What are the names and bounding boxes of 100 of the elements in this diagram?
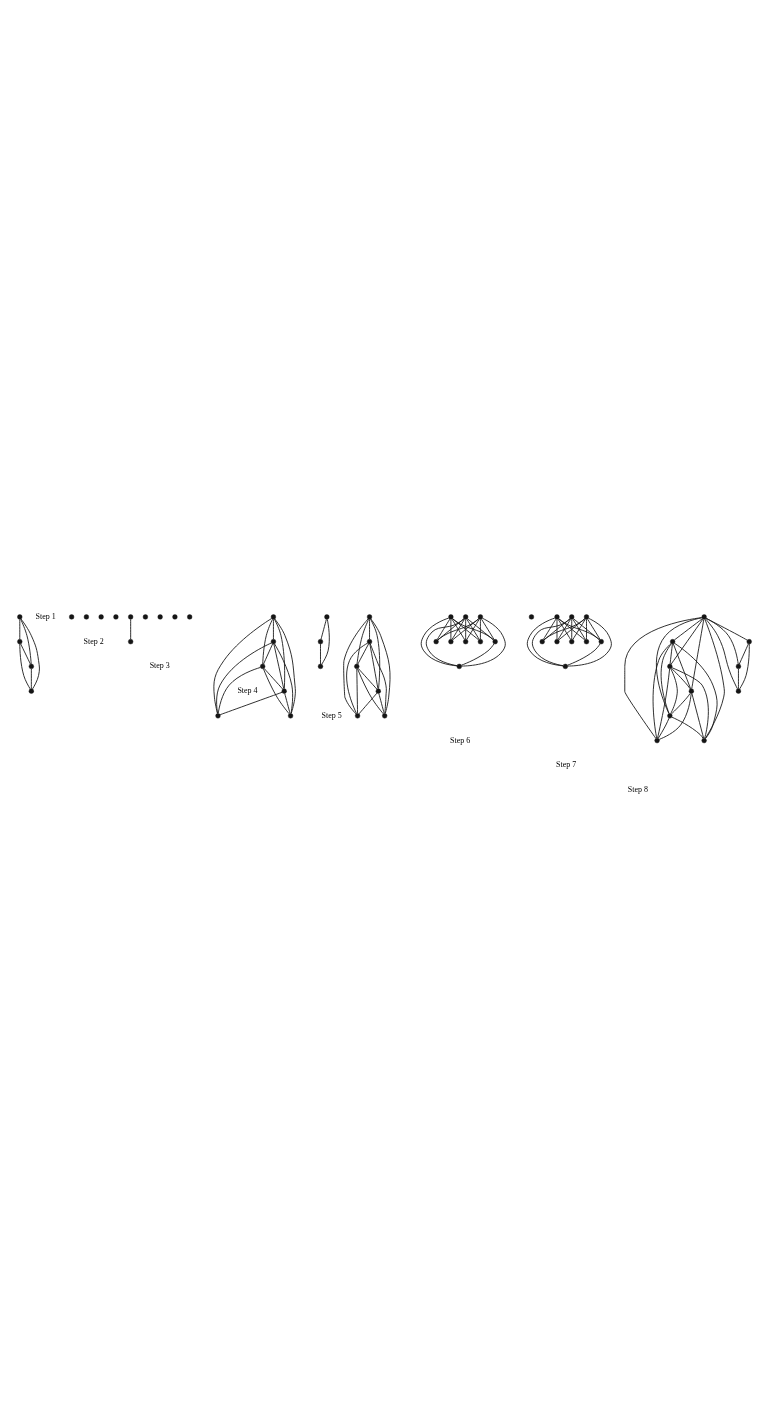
node-circle: [569, 638, 575, 644]
label: Step 8: [627, 784, 649, 794]
connector: [369, 618, 370, 640]
node-circle: [281, 688, 287, 694]
connector: [274, 618, 296, 714]
node-circle: [477, 638, 483, 644]
connector: [705, 618, 738, 689]
connector: [558, 617, 601, 640]
connector: [670, 618, 704, 665]
connector: [674, 642, 718, 739]
connector: [738, 643, 749, 665]
node-circle: [448, 613, 454, 620]
connector: [531, 617, 571, 666]
connector: [543, 617, 586, 640]
connector: [273, 618, 274, 640]
node-circle: [583, 638, 590, 644]
connector: [219, 691, 283, 715]
connector: [658, 692, 692, 740]
node-circle: [554, 613, 560, 620]
connector: [567, 617, 612, 666]
connector: [420, 617, 458, 666]
connector: [263, 667, 290, 714]
node-circle: [98, 613, 104, 620]
connector: [660, 642, 672, 714]
connector: [20, 643, 31, 665]
connector: [467, 617, 494, 640]
connector: [357, 667, 384, 714]
node-circle: [670, 638, 676, 644]
node-circle: [433, 638, 439, 644]
node-circle: [382, 712, 388, 718]
node-circle: [654, 737, 660, 743]
connector: [556, 618, 558, 640]
connector: [346, 642, 368, 714]
connector: [674, 617, 703, 640]
connector: [670, 692, 691, 714]
connector: [370, 618, 381, 689]
node-circle: [355, 712, 361, 718]
node-circle: [448, 638, 454, 644]
connector: [670, 667, 691, 689]
node-circle: [28, 688, 34, 694]
node-circle: [215, 712, 221, 718]
node-circle: [354, 663, 360, 669]
node-circle: [366, 613, 373, 620]
connector: [652, 642, 672, 739]
connector: [672, 643, 692, 689]
node-circle: [128, 613, 134, 620]
connector: [452, 617, 480, 640]
connector: [465, 618, 467, 640]
node-circle: [69, 613, 75, 620]
connector: [357, 643, 369, 665]
connector: [587, 618, 601, 640]
node-circle: [270, 613, 276, 620]
connector: [437, 617, 465, 640]
node-circle: [554, 638, 560, 644]
connector: [526, 617, 564, 666]
node-circle: [492, 638, 498, 644]
node-circle: [28, 663, 34, 669]
connector: [358, 692, 378, 714]
connector: [542, 618, 557, 640]
label: Step 2: [83, 636, 104, 646]
connector: [481, 618, 495, 640]
connector: [572, 618, 586, 640]
connector: [436, 618, 451, 640]
connector: [671, 716, 704, 739]
connector: [19, 643, 31, 689]
label: Step 4: [237, 685, 258, 695]
node-circle: [187, 613, 193, 620]
label: Step 5: [321, 710, 342, 720]
node-circle: [562, 663, 568, 669]
node-circle: [688, 688, 694, 694]
connector: [274, 643, 294, 714]
node-circle: [17, 613, 23, 620]
node-circle: [366, 638, 373, 644]
node-circle: [83, 613, 89, 620]
node-circle: [569, 613, 575, 620]
connector: [213, 617, 272, 714]
node-circle: [172, 613, 178, 620]
connector: [321, 618, 330, 665]
connector: [460, 642, 495, 666]
connector: [320, 618, 327, 640]
connector: [670, 667, 678, 714]
node-circle: [375, 688, 381, 694]
connector: [657, 667, 671, 739]
node-circle: [17, 638, 23, 644]
connector: [263, 643, 274, 665]
connector: [437, 617, 480, 640]
connector: [217, 666, 261, 714]
connector: [557, 618, 572, 640]
connector: [466, 618, 480, 640]
connector: [691, 692, 705, 739]
connector: [452, 617, 495, 640]
node-circle: [128, 638, 134, 644]
node-circle: [463, 638, 469, 644]
connector: [669, 643, 673, 664]
node-circle: [270, 638, 276, 644]
connector: [284, 692, 291, 714]
node-circle: [701, 613, 707, 620]
node-circle: [288, 712, 294, 718]
connector: [273, 643, 285, 689]
label: Step 3: [149, 660, 170, 670]
